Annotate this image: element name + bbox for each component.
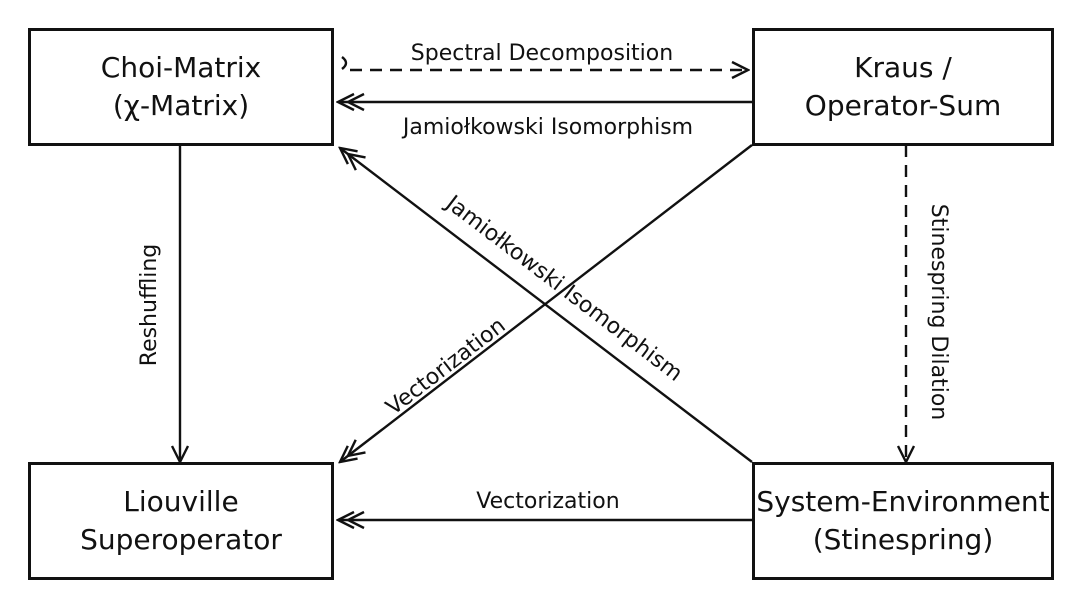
node-system-line1: System-Environment: [756, 485, 1050, 518]
edge-label-vector-bottom: Vectorization: [476, 489, 619, 514]
edge-label-vector-diag: Vectorization: [382, 313, 511, 420]
node-system-environment: System-Environment (Stinespring): [752, 462, 1054, 580]
node-kraus-line1: Kraus /: [854, 51, 952, 84]
edge-label-spectral: Spectral Decomposition: [411, 41, 673, 66]
edge-label-stinespring: Stinespring Dilation: [926, 204, 951, 420]
node-kraus-line2: Operator-Sum: [804, 89, 1002, 122]
edge-jamiol-diag-line: [340, 148, 753, 463]
node-choi-line2: (χ-Matrix): [112, 89, 250, 122]
node-choi-line1: Choi-Matrix: [100, 51, 262, 84]
node-system-line2: (Stinespring): [812, 523, 994, 556]
node-liouville-superoperator: Liouville Superoperator: [28, 462, 334, 580]
node-choi-matrix: Choi-Matrix (χ-Matrix): [28, 28, 334, 146]
edge-label-jamiol-top: Jamiołkowski Isomorphism: [401, 115, 693, 140]
node-liouville-line2: Superoperator: [80, 523, 282, 556]
edge-spectral-hook: [341, 56, 348, 70]
edge-label-reshuffling: Reshuffling: [137, 244, 162, 366]
node-kraus-operator-sum: Kraus / Operator-Sum: [752, 28, 1054, 146]
node-liouville-line1: Liouville: [123, 485, 239, 518]
